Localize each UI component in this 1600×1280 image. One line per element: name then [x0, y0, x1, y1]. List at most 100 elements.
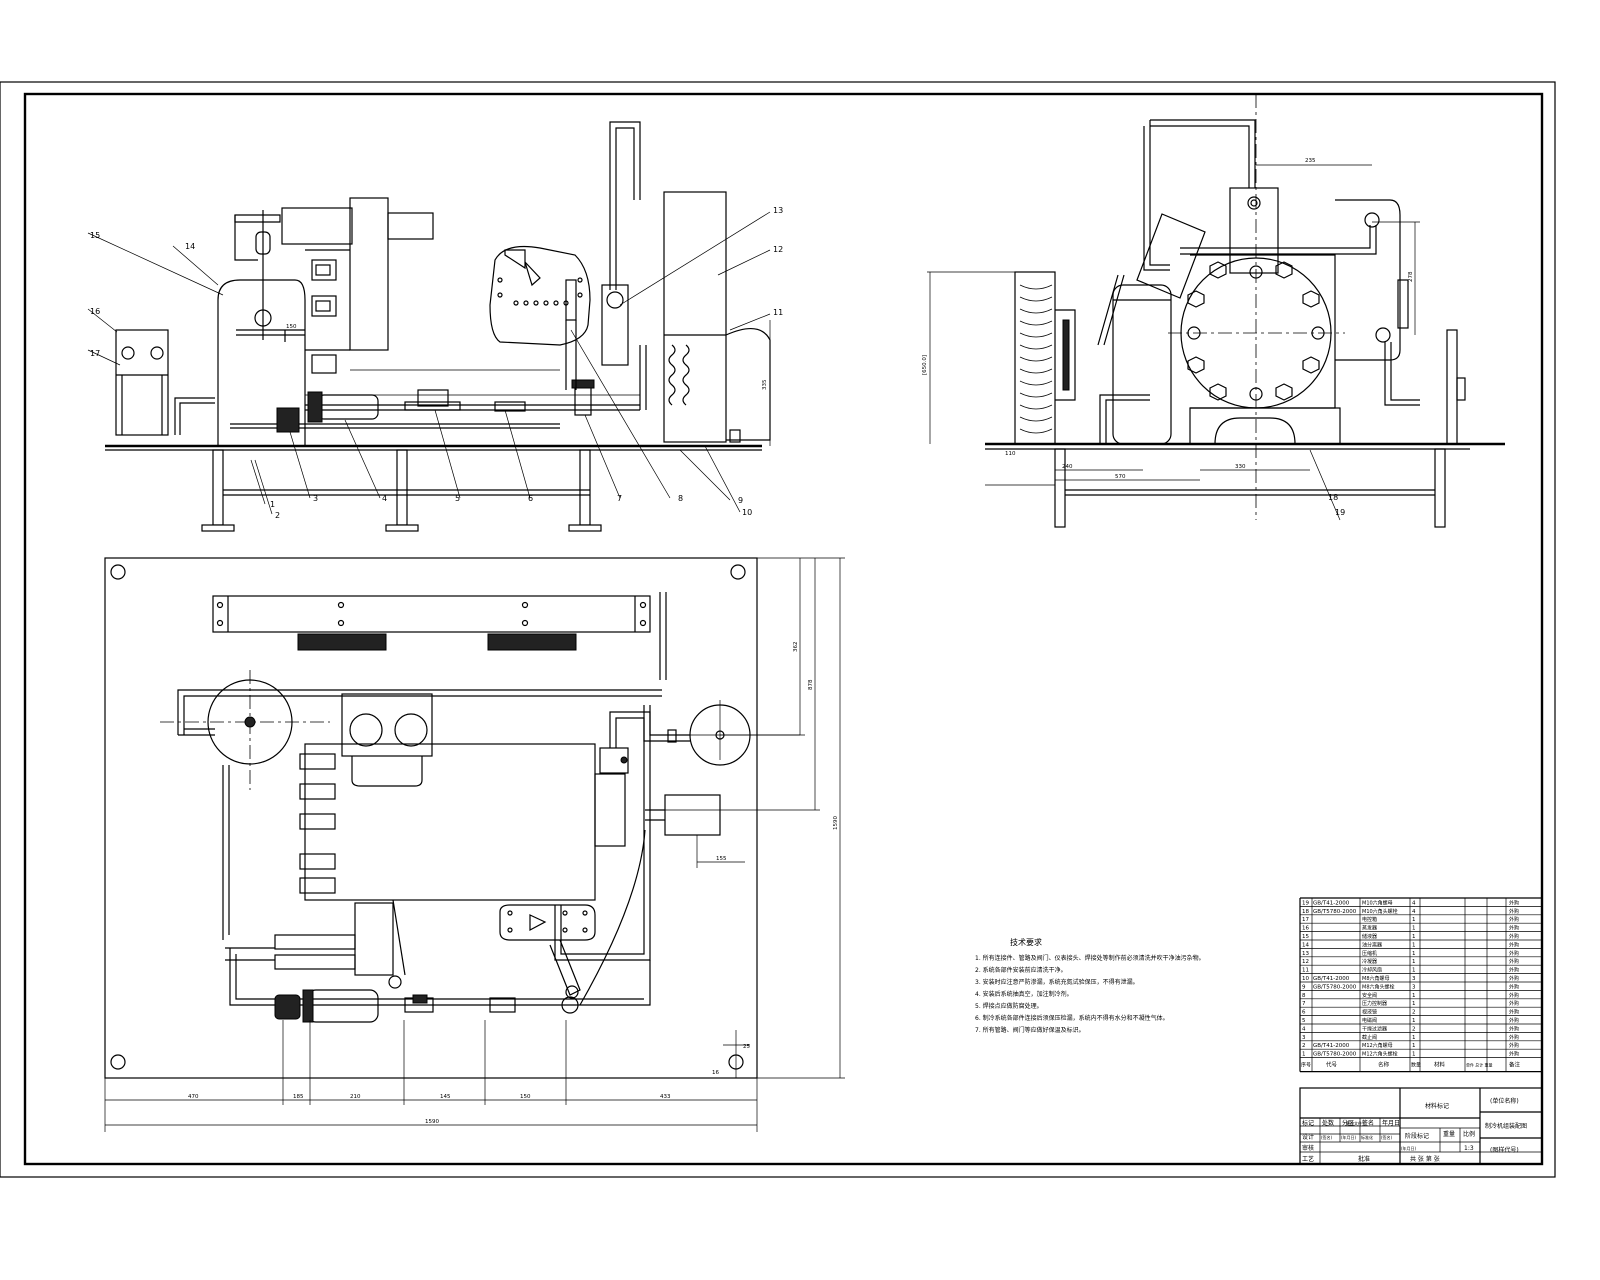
bom-row-18-qty: 4 — [1412, 909, 1416, 915]
bom-row-13-no: 13 — [1302, 951, 1309, 957]
bom-row-6-name: 视液镜 — [1362, 1009, 1377, 1016]
bom-row-19-remark: 外购 — [1509, 899, 1519, 906]
tb-weight: 重量 — [1443, 1130, 1455, 1138]
bom-row-3-qty: 1 — [1412, 1035, 1416, 1041]
balloon-8: 8 — [678, 494, 683, 503]
bom-row-5-remark: 外购 — [1509, 1017, 1519, 1024]
bom-row-1-code: GB/T5780-2000 — [1313, 1052, 1357, 1058]
balloon-3: 3 — [313, 494, 318, 503]
balloon-5: 5 — [455, 494, 460, 503]
bom-header-name: 名称 — [1378, 1061, 1390, 1069]
bom-row-10-qty: 3 — [1412, 976, 1416, 982]
dim-plan-total: 1590 — [425, 1119, 439, 1125]
dim-side-b1: 110 — [1005, 451, 1016, 457]
bom-row-16-name: 蒸发器 — [1362, 925, 1377, 932]
bom-row-15-remark: 外购 — [1509, 933, 1519, 940]
tb-r1-0: 标记 — [1302, 1119, 1314, 1127]
bom-row-10-code: GB/T41-2000 — [1313, 976, 1350, 982]
bom-row-18-name: M10六角头螺栓 — [1362, 908, 1398, 915]
balloon-19: 19 — [1335, 508, 1345, 517]
bom-row-19-code: GB/T41-2000 — [1313, 900, 1350, 906]
dim-plan-right-3: 1590 — [833, 816, 839, 830]
dim-side-height: [650.0] — [922, 355, 928, 375]
note-line-2: 2. 系统各部件安装前应清洗干净。 — [975, 966, 1067, 974]
tb-sheet: 共 张 第 张 — [1410, 1155, 1440, 1163]
dim-front-height: 335 — [762, 379, 768, 390]
tb-scale: 比例 — [1463, 1130, 1475, 1138]
bom-row-5-no: 5 — [1302, 1018, 1306, 1024]
bom-row-8-remark: 外购 — [1509, 992, 1519, 999]
balloon-10: 10 — [742, 508, 752, 517]
bom-row-15-no: 15 — [1302, 934, 1309, 940]
bom-row-17-no: 17 — [1302, 917, 1309, 923]
bom-row-7-qty: 1 — [1412, 1001, 1416, 1007]
bom-header-remark: 备注 — [1509, 1061, 1521, 1069]
front-view — [87, 121, 771, 532]
bom-row-2-name: M12六角螺母 — [1362, 1042, 1393, 1049]
dim-plan-1: 470 — [188, 1094, 199, 1100]
dim-side-top: 235 — [1305, 158, 1316, 164]
bom-row-6-remark: 外购 — [1509, 1009, 1519, 1016]
tb-material: 材料标记 — [1425, 1102, 1449, 1110]
bolt-hole-ring — [497, 277, 583, 306]
dim-plan-mid: 155 — [716, 856, 727, 862]
bom-row-7-name: 压力控制器 — [1362, 1000, 1387, 1007]
sheet-border — [0, 81, 1556, 1178]
balloon-18: 18 — [1328, 493, 1338, 502]
bom-row-15-qty: 1 — [1412, 934, 1416, 940]
bom-row-5-qty: 1 — [1412, 1018, 1416, 1024]
dim-plan-corner-2: 16 — [712, 1070, 719, 1076]
notes-title: 技术要求 — [1010, 937, 1042, 947]
balloon-4: 4 — [382, 494, 387, 503]
bom-row-1-qty: 1 — [1412, 1052, 1416, 1058]
dim-plan-6: 433 — [660, 1094, 671, 1100]
bom-header-code: 代号 — [1326, 1061, 1338, 1069]
bom-row-17-remark: 外购 — [1509, 916, 1519, 923]
bom-row-8-qty: 1 — [1412, 993, 1416, 999]
bom-row-10-remark: 外购 — [1509, 975, 1519, 982]
bom-row-4-qty: 2 — [1412, 1026, 1416, 1032]
bom-row-12-remark: 外购 — [1509, 958, 1519, 965]
balloon-12: 12 — [773, 245, 783, 254]
side-view-labels: [650.0] 235 278 110 240 570 330 18 19 — [922, 158, 1414, 517]
bom-row-18-remark: 外购 — [1509, 908, 1519, 915]
bom-row-14-name: 油分离器 — [1362, 941, 1382, 948]
bom-row-3-remark: 外购 — [1509, 1034, 1519, 1041]
bom-row-6-no: 6 — [1302, 1010, 1306, 1016]
bom-row-14-remark: 外购 — [1509, 941, 1519, 948]
dim-plan-2: 185 — [293, 1094, 304, 1100]
tb-stage: 阶段标记 — [1405, 1132, 1429, 1140]
bom-row-9-code: GB/T5780-2000 — [1313, 984, 1357, 990]
bom-row-9-remark: 外购 — [1509, 983, 1519, 990]
bom-row-9-no: 9 — [1302, 984, 1306, 990]
bom-row-17-name: 电控箱 — [1362, 916, 1377, 923]
balloon-11: 11 — [773, 308, 783, 317]
tb-r2-5: (年月日) — [1401, 1145, 1417, 1151]
tb-r2-1: (签名) — [1321, 1134, 1333, 1140]
bom-row-17-qty: 1 — [1412, 917, 1416, 923]
bom-row-5-name: 电磁阀 — [1362, 1017, 1377, 1024]
balloon-16: 16 — [90, 307, 100, 316]
bom-header-weight: 单件 总计 重量 — [1466, 1062, 1493, 1068]
front-leaders — [87, 211, 771, 515]
bom-row-3-name: 截止阀 — [1362, 1034, 1377, 1041]
plan-view-labels: 470 185 210 145 150 433 1590 362 878 159… — [188, 642, 839, 1126]
bom-row-11-qty: 1 — [1412, 968, 1416, 974]
balloon-13: 13 — [773, 206, 783, 215]
flange-bolts — [1187, 261, 1325, 401]
bom-row-10-no: 10 — [1302, 976, 1309, 982]
tb-scale-value: 1:3 — [1464, 1145, 1474, 1152]
bom-row-14-no: 14 — [1302, 942, 1309, 948]
dim-side-right: 278 — [1408, 271, 1414, 282]
bom-row-7-remark: 外购 — [1509, 1000, 1519, 1007]
bom-row-19-no: 19 — [1302, 900, 1309, 906]
bom-row-16-remark: 外购 — [1509, 925, 1519, 932]
dim-front-small: 150 — [286, 324, 297, 330]
dim-side-b2: 240 — [1062, 464, 1073, 470]
front-view-labels: 1 2 3 4 5 6 7 8 9 10 11 12 13 14 15 16 1… — [90, 206, 783, 520]
dim-side-b4: 330 — [1235, 464, 1246, 470]
tb-r1-1: 处数 — [1322, 1119, 1334, 1127]
tb-r1-4: 签名 — [1362, 1119, 1374, 1127]
